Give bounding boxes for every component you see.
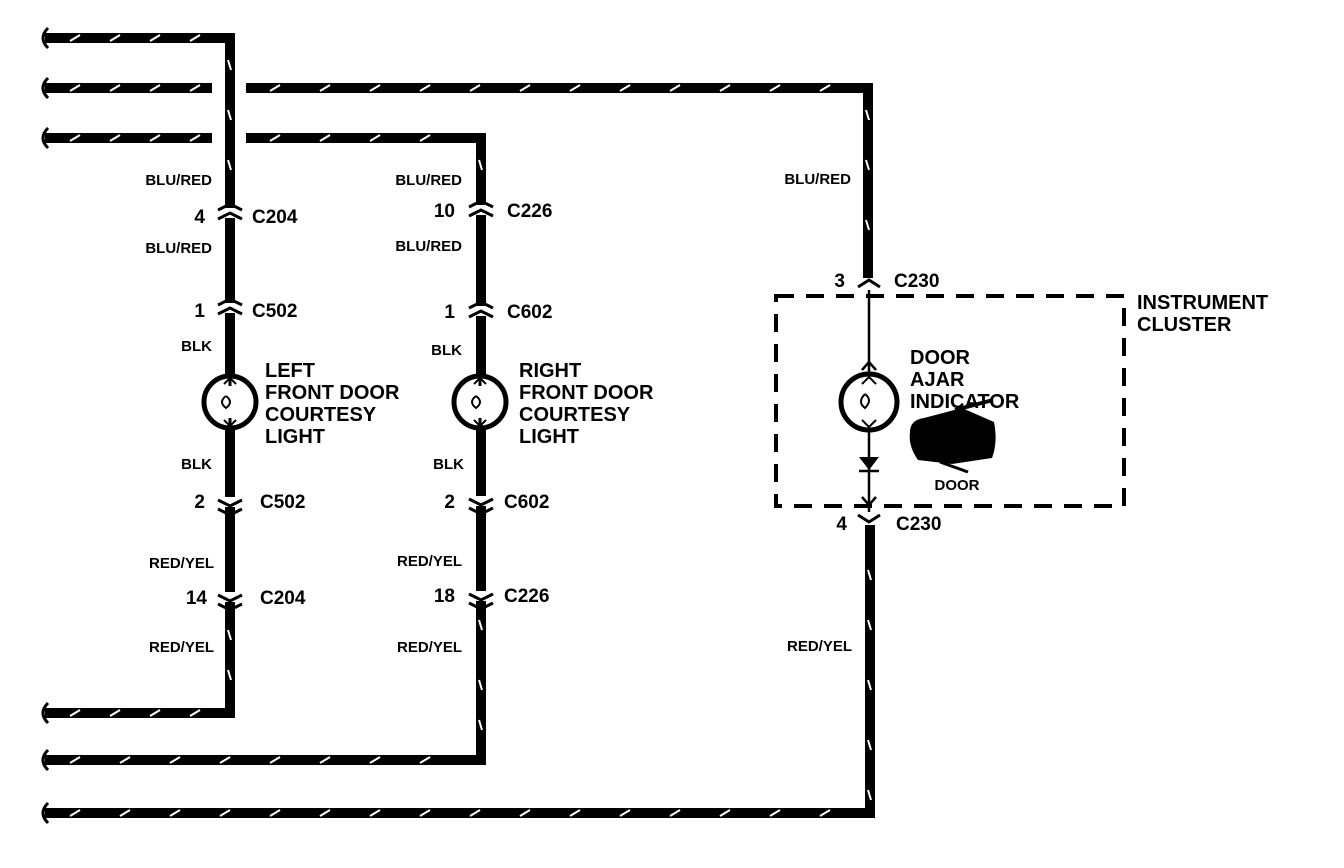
left-lamp-label-line1: LEFT (265, 360, 315, 382)
cluster-box-label-line1: INSTRUMENT (1137, 292, 1268, 314)
connector-symbols (217, 199, 494, 612)
right-lamp-label-line1: RIGHT (519, 360, 581, 382)
wire-hatching (69, 34, 872, 817)
right-lamp-label-line4: LIGHT (519, 426, 579, 448)
right-wire-lamp-top-color: BLK (431, 342, 462, 359)
right-courtesy-lamp-icon (451, 373, 509, 431)
left-connector-upper-name: C502 (252, 301, 297, 322)
left-wire-bottom-color: RED/YEL (149, 639, 214, 656)
cluster-wire-bottom-color: RED/YEL (787, 638, 852, 655)
right-connector-top-pin: 10 (434, 201, 455, 222)
right-wire-bottom-color: RED/YEL (397, 639, 462, 656)
right-connector-bottom-pin: 18 (434, 586, 455, 607)
wire-right-top-feed (45, 133, 486, 755)
right-lamp-label-line2: FRONT DOOR (519, 382, 654, 404)
cluster-internal-circuit (856, 278, 882, 524)
door-symbol-label: DOOR (935, 477, 980, 494)
right-wire-mid-bottom-color: RED/YEL (397, 553, 462, 570)
left-wire-lamp-top-color: BLK (181, 338, 212, 355)
wire-left-bottom-return (45, 705, 235, 718)
cluster-box-label-line2: CLUSTER (1137, 314, 1232, 336)
wire-right-bottom-return (45, 755, 486, 765)
wire-cluster-top-feed (45, 83, 873, 285)
indicator-label-line2: AJAR (910, 369, 965, 391)
left-wire-top-color: BLU/RED (145, 172, 212, 189)
right-connector-top-name: C226 (507, 201, 552, 222)
cluster-connector-top-name: C230 (894, 271, 939, 292)
left-wire-lamp-bottom-color: BLK (181, 456, 212, 473)
right-connector-bottom-name: C226 (504, 586, 549, 607)
left-wire-mid-top-color: BLU/RED (145, 240, 212, 257)
instrument-cluster-box (774, 294, 1126, 508)
wire-cluster-bottom-return (45, 525, 875, 818)
right-connector-upper-name: C602 (507, 302, 552, 323)
left-connector-upper-pin: 1 (194, 301, 205, 322)
indicator-label-line1: DOOR (910, 347, 971, 369)
open-door-symbol-icon (909, 398, 996, 474)
left-connector-lower-pin: 2 (194, 492, 205, 513)
cluster-connector-bottom-pin: 4 (836, 514, 847, 535)
right-wire-mid-top-color: BLU/RED (395, 238, 462, 255)
left-courtesy-lamp-icon (201, 373, 259, 431)
right-connector-lower-name: C602 (504, 492, 549, 513)
wire-left-top-feed (45, 33, 235, 705)
left-lamp-label-line4: LIGHT (265, 426, 325, 448)
cluster-connector-top-pin: 3 (834, 271, 845, 292)
left-connector-bottom-name: C204 (260, 588, 306, 609)
left-lamp-label-line2: FRONT DOOR (265, 382, 400, 404)
right-connector-upper-pin: 1 (444, 302, 455, 323)
right-lamp-label-line3: COURTESY (519, 404, 631, 426)
cluster-connector-bottom-name: C230 (896, 514, 941, 535)
diode-icon (859, 457, 879, 507)
left-connector-top-name: C204 (252, 207, 298, 228)
left-wire-mid-bottom-color: RED/YEL (149, 555, 214, 572)
left-connector-bottom-pin: 14 (186, 588, 208, 609)
left-connector-top-pin: 4 (194, 207, 205, 228)
cluster-wire-top-color: BLU/RED (784, 171, 851, 188)
right-connector-lower-pin: 2 (444, 492, 455, 513)
indicator-label-line3: INDICATOR (910, 391, 1020, 413)
left-connector-lower-name: C502 (260, 492, 305, 513)
left-lamp-label-line3: COURTESY (265, 404, 377, 426)
wire-end-marks (41, 26, 50, 825)
right-wire-lamp-bottom-color: BLK (433, 456, 464, 473)
door-ajar-lamp-icon (838, 371, 900, 433)
right-wire-top-color: BLU/RED (395, 172, 462, 189)
